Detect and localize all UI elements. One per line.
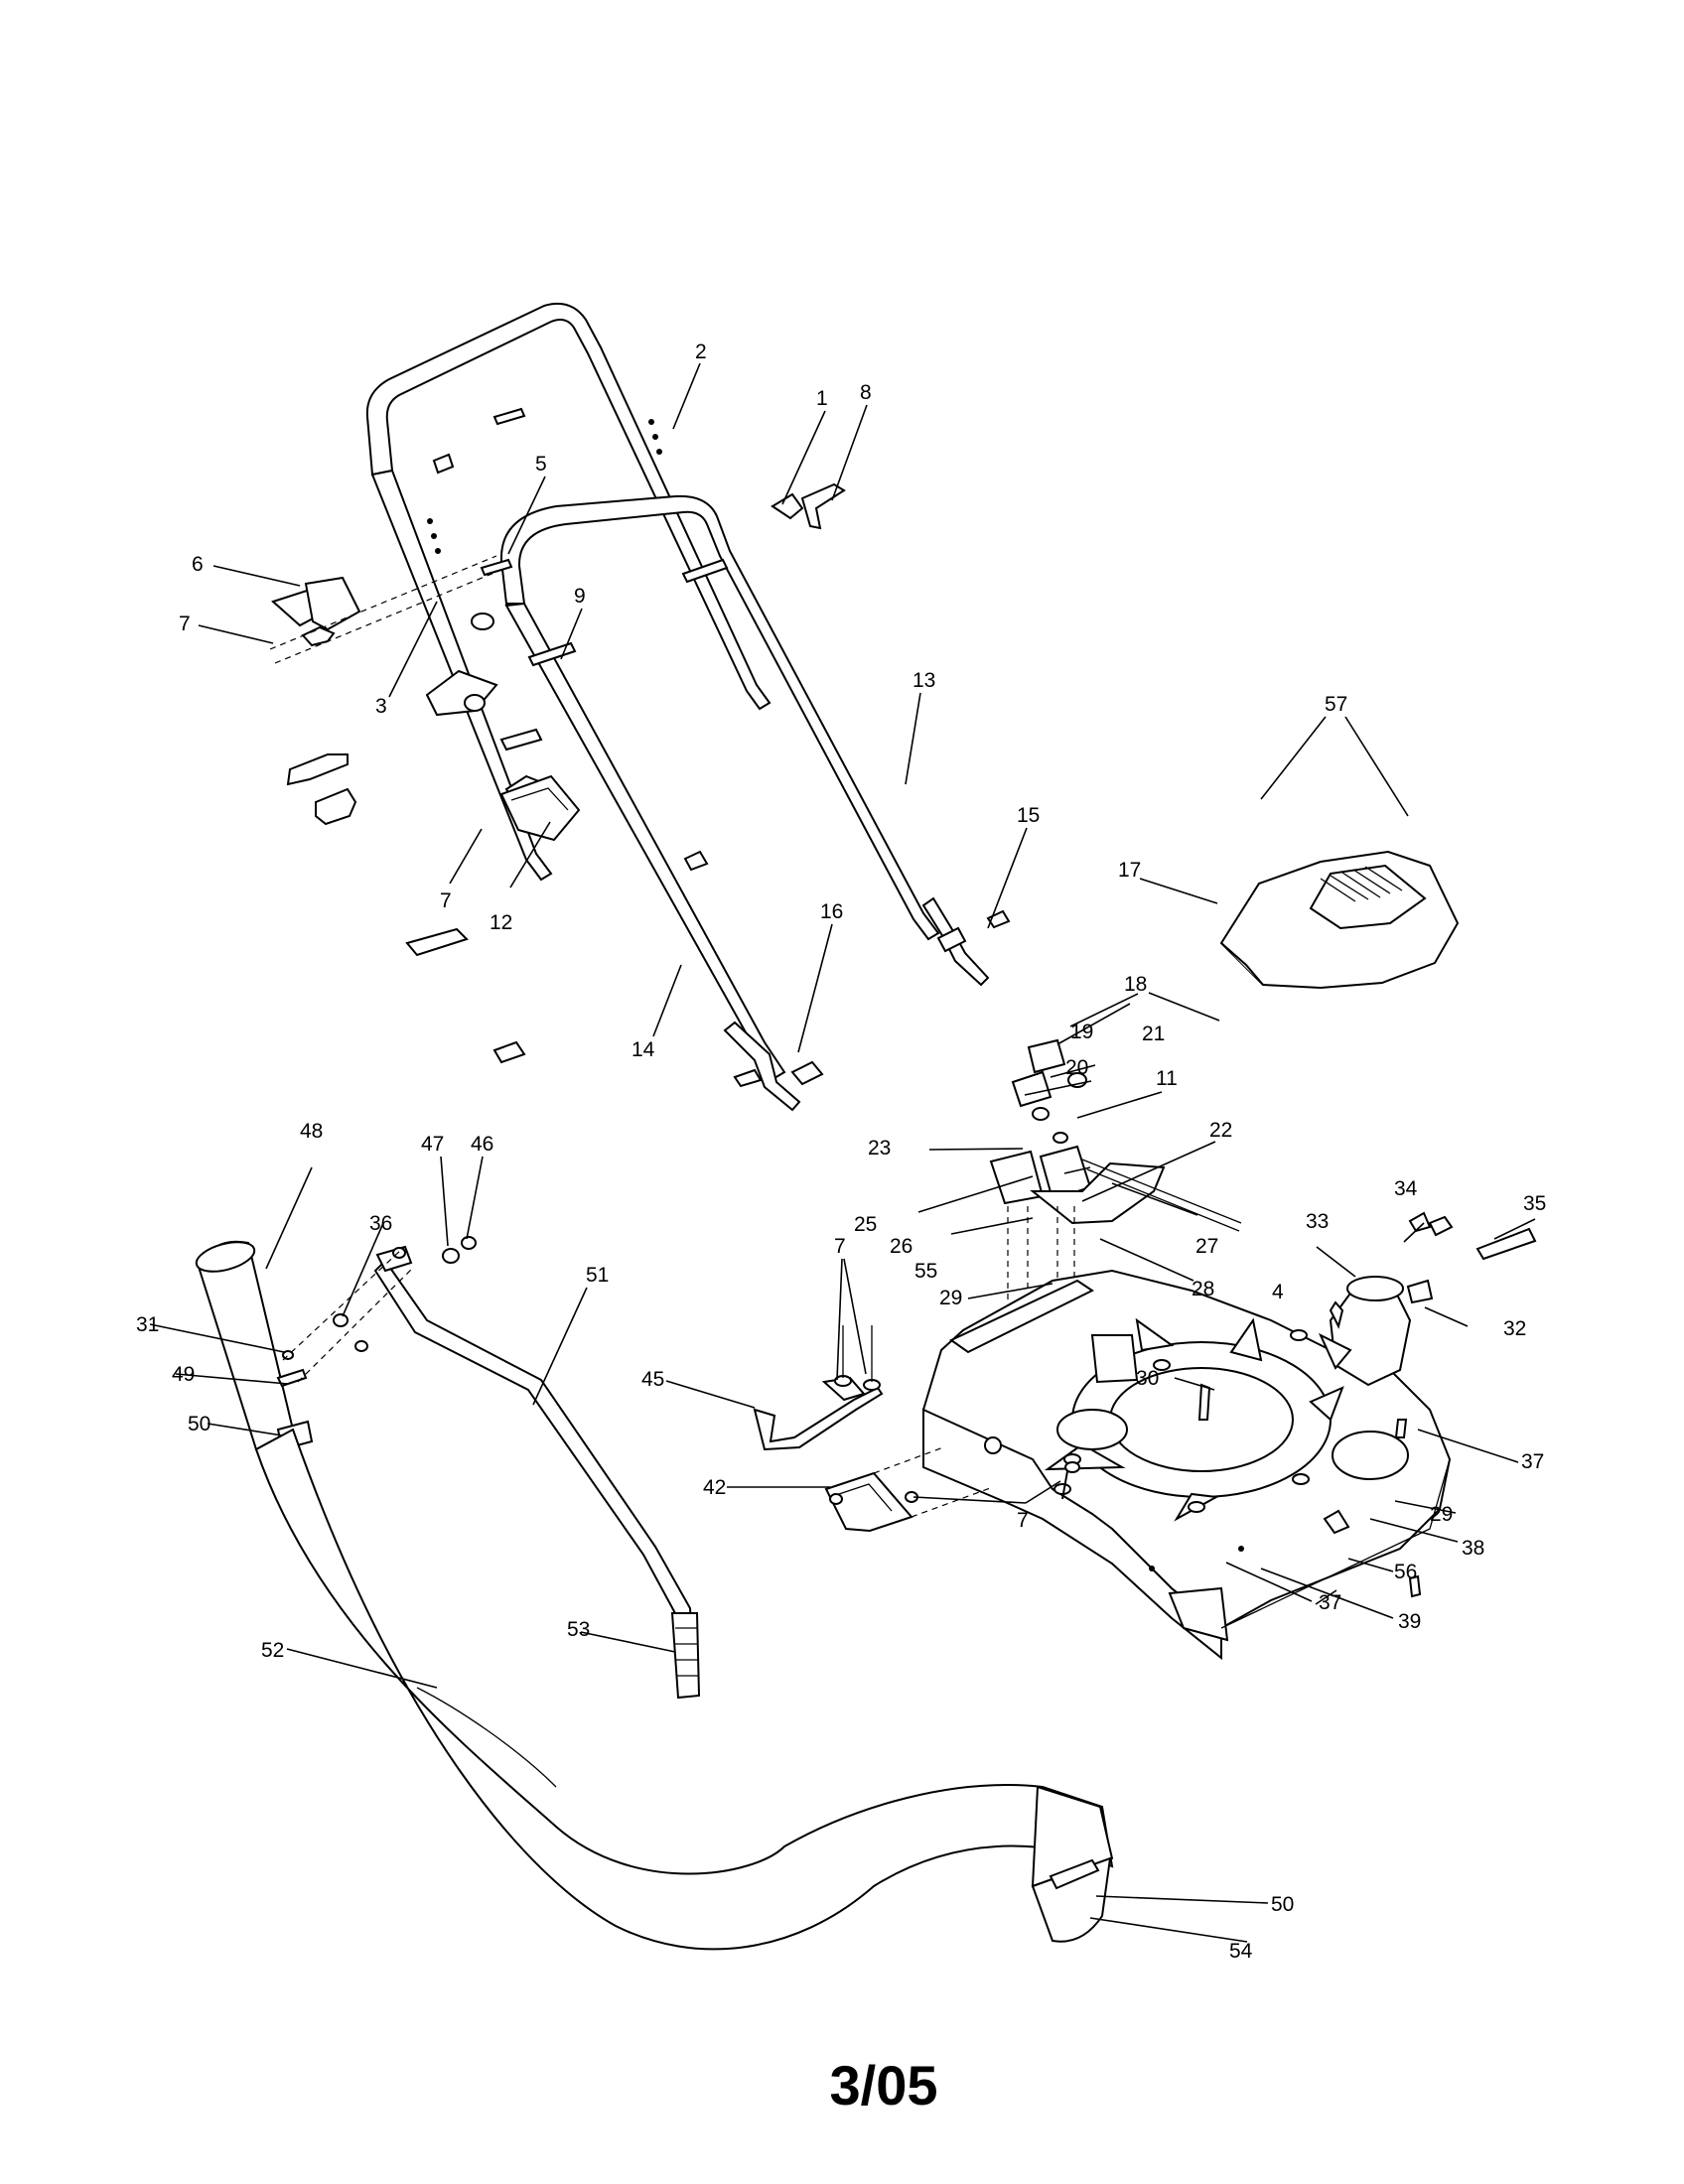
callout-29-right: 29: [1430, 1503, 1453, 1526]
callout-17: 17: [1118, 859, 1141, 882]
callout-37-bottom: 37: [1319, 1591, 1341, 1614]
callout-13: 13: [912, 669, 935, 692]
callout-47: 47: [421, 1133, 444, 1156]
callout-20: 20: [1065, 1056, 1088, 1079]
callout-7-pad: 7: [1017, 1509, 1029, 1532]
callout-7-housing-top: 7: [834, 1235, 846, 1258]
callout-55: 55: [914, 1260, 937, 1283]
bracket-45: [753, 1325, 884, 1451]
callout-4: 4: [1272, 1281, 1284, 1303]
callout-14: 14: [632, 1038, 655, 1061]
callout-35: 35: [1523, 1192, 1546, 1215]
callout-21: 21: [1142, 1023, 1165, 1045]
callout-16: 16: [820, 900, 843, 923]
callout-49: 49: [172, 1363, 195, 1386]
callout-56: 56: [1394, 1561, 1417, 1583]
callout-31: 31: [136, 1313, 159, 1336]
callout-51: 51: [586, 1264, 609, 1287]
upper-handle: [365, 302, 772, 711]
callout-32: 32: [1503, 1317, 1526, 1340]
callout-42: 42: [703, 1476, 726, 1499]
date-code: 3/05: [829, 2054, 938, 2116]
callout-11: 11: [1156, 1067, 1178, 1090]
leader-lines: [149, 362, 1536, 1943]
callout-27: 27: [1195, 1235, 1218, 1258]
callout-labels: 1 2 3 4 5 6 7 7 7 7 8 9 11 12 13 14 15 1…: [136, 341, 1546, 1963]
callout-23: 23: [868, 1137, 891, 1160]
upper-tube-48: [195, 1240, 314, 1451]
callout-33: 33: [1306, 1210, 1329, 1233]
callout-39: 39: [1398, 1610, 1421, 1633]
callout-50-bottom: 50: [1271, 1893, 1294, 1916]
callout-36: 36: [369, 1212, 392, 1235]
callout-9: 9: [574, 585, 586, 608]
handle-bracket-6: [269, 555, 502, 664]
callout-50-top: 50: [188, 1413, 210, 1435]
callout-25: 25: [854, 1213, 877, 1236]
callout-34: 34: [1394, 1177, 1418, 1200]
callout-2: 2: [695, 341, 707, 363]
callout-29-left: 29: [939, 1287, 962, 1309]
engine-shroud-17: [1219, 850, 1460, 990]
callout-53: 53: [567, 1618, 590, 1641]
callout-57: 57: [1325, 693, 1347, 716]
rod-51: [373, 1245, 701, 1700]
callout-28: 28: [1192, 1278, 1214, 1300]
callout-7-handle-bracket: 7: [179, 613, 191, 635]
vacuum-hose-52: [254, 1428, 1114, 1951]
callout-8: 8: [860, 381, 872, 404]
callout-54: 54: [1229, 1940, 1253, 1963]
callout-6: 6: [192, 553, 204, 576]
handle-bracket-12: [499, 774, 581, 842]
callout-46: 46: [471, 1133, 493, 1156]
callout-45: 45: [641, 1368, 664, 1391]
callout-18: 18: [1124, 973, 1147, 996]
callout-37-right: 37: [1521, 1450, 1544, 1473]
pad-42: [824, 1446, 1080, 1533]
callout-48: 48: [300, 1120, 323, 1143]
callout-26: 26: [890, 1235, 912, 1258]
callout-30: 30: [1136, 1367, 1159, 1390]
blower-housing: [921, 1269, 1452, 1661]
callout-5: 5: [535, 453, 547, 476]
callout-1: 1: [816, 387, 828, 410]
callout-12: 12: [490, 911, 512, 934]
lower-handle: [370, 469, 990, 1112]
callout-19: 19: [1070, 1021, 1093, 1043]
callout-38: 38: [1462, 1537, 1484, 1560]
discharge-chute-32: [1318, 1211, 1537, 1598]
callout-15: 15: [1017, 804, 1040, 827]
callout-3: 3: [375, 695, 387, 718]
callout-22: 22: [1209, 1119, 1232, 1142]
tube-hardware: [276, 1236, 477, 1388]
callout-52: 52: [261, 1639, 284, 1662]
callout-7-lower-bracket: 7: [440, 889, 452, 912]
